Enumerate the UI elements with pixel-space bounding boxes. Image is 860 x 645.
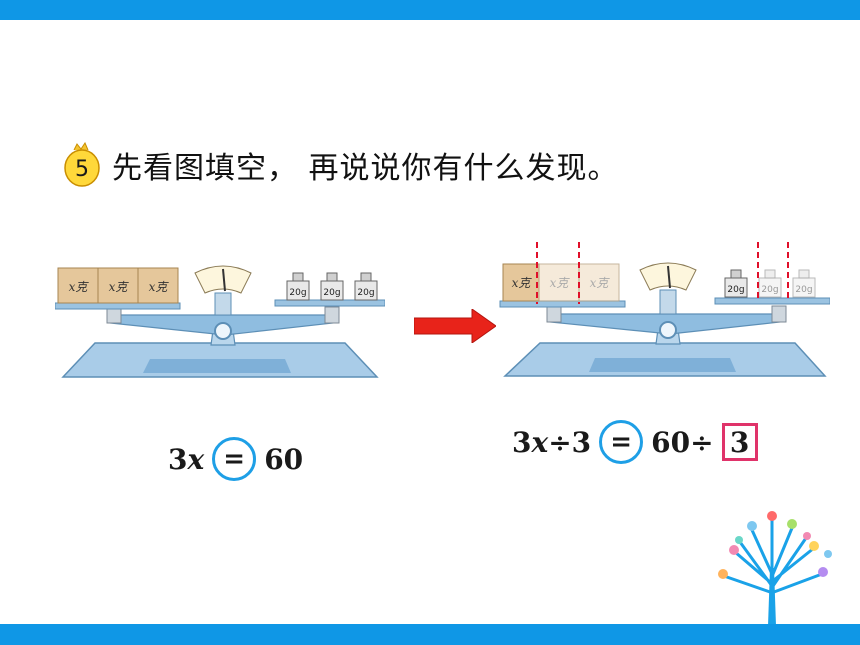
eq-rhs: 60 <box>264 442 304 476</box>
weight-label: 20g <box>323 288 340 298</box>
relation-circle[interactable]: = <box>599 420 644 464</box>
eq-divide: ÷3 <box>548 425 592 459</box>
eq-variable: x <box>187 442 205 476</box>
balance-scale-right: x克 x克 x克 20g 20g 20g <box>495 240 831 380</box>
block-label: x克 <box>69 280 90 294</box>
eq-coef: 3 <box>168 442 188 476</box>
balance-scale-left: x克 x克 x克 20g 20g 20g <box>54 255 386 385</box>
answer-box[interactable]: 3 <box>721 423 758 461</box>
weight-label: 20g <box>357 288 374 298</box>
block-label: x克 <box>590 276 611 290</box>
problem-number: 5 <box>75 157 89 182</box>
block-label: x克 <box>512 276 533 290</box>
weight-label: 20g <box>727 285 744 295</box>
block-label: x克 <box>550 276 571 290</box>
unknown-blocks: x克 x克 x克 <box>57 267 179 304</box>
eq-variable: x <box>531 425 549 459</box>
weight-label: 20g <box>761 285 778 295</box>
weights: 20g 20g 20g <box>724 269 816 298</box>
weight-label: 20g <box>289 288 306 298</box>
eq-coef: 3 <box>512 425 532 459</box>
relation-circle[interactable]: = <box>212 437 257 481</box>
problem-statement: 5 先看图填空， 再说说你有什么发现。 <box>62 140 619 190</box>
chick-number-badge: 5 <box>62 141 102 188</box>
relation-symbol: = <box>223 444 246 474</box>
transform-arrow <box>413 308 497 344</box>
division-markers <box>536 242 789 304</box>
decorative-tree <box>710 508 840 626</box>
eq-rhs: 60÷ <box>651 425 714 459</box>
block-label: x克 <box>149 280 170 294</box>
weights: 20g 20g 20g <box>286 272 378 301</box>
top-bar <box>0 0 860 20</box>
unknown-blocks: x克 x克 x克 <box>502 263 620 302</box>
block-label: x克 <box>109 280 130 294</box>
weight-label: 20g <box>795 285 812 295</box>
problem-prompt: 先看图填空， 再说说你有什么发现。 <box>112 151 619 186</box>
relation-symbol: = <box>610 427 633 457</box>
answer-value: 3 <box>729 425 750 459</box>
bottom-bar <box>0 624 860 645</box>
